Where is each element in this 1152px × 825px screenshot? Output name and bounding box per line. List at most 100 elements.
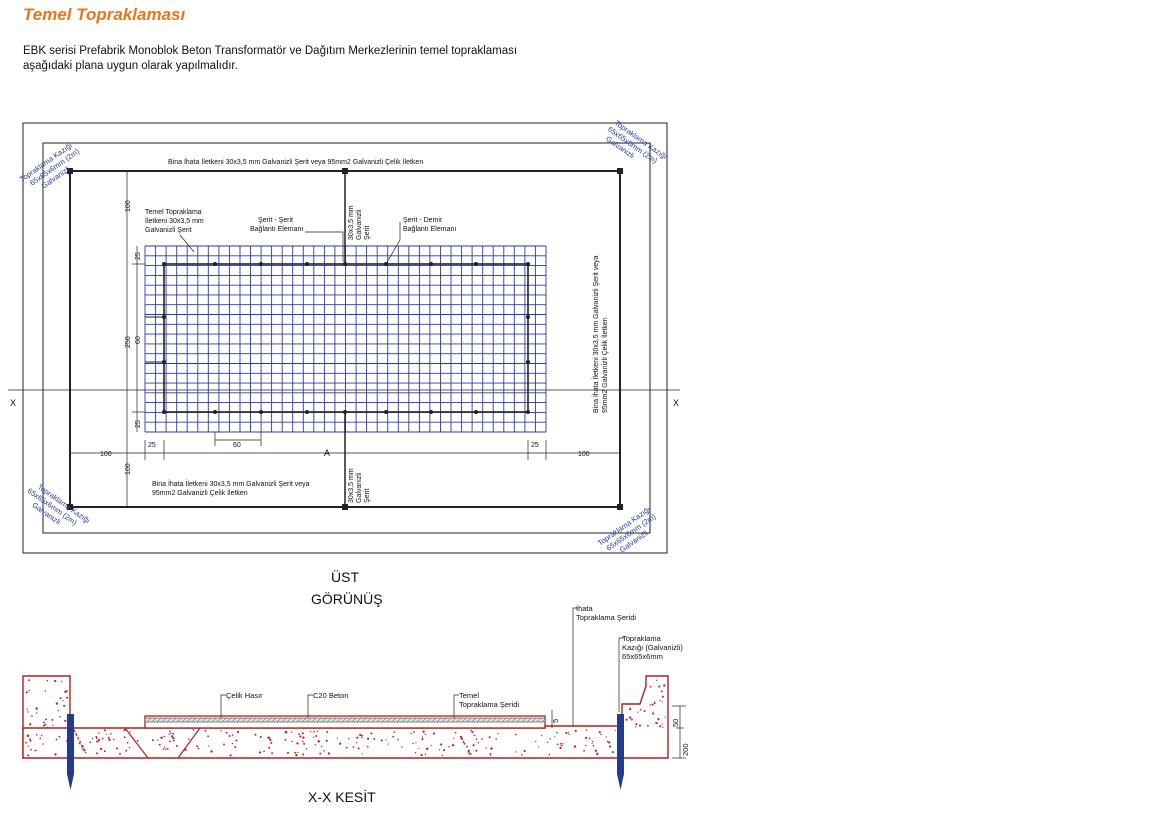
aggregate-dot <box>422 730 425 733</box>
dim-200: 200 <box>681 743 690 756</box>
aggregate-dot <box>129 731 131 733</box>
aggregate-dot <box>81 748 83 750</box>
aggregate-dot <box>55 702 59 705</box>
aggregate-dot <box>488 736 491 739</box>
perimeter-label-2: Topraklama Şeridi <box>576 613 636 622</box>
aggregate-dot <box>77 737 79 739</box>
aggregate-dot <box>629 716 632 719</box>
aggregate-dot <box>184 748 187 752</box>
aggregate-dot <box>573 745 577 748</box>
aggregate-dot <box>95 735 98 738</box>
hatch-line <box>376 717 382 723</box>
connection-dot <box>526 315 530 319</box>
section-leaders <box>220 607 686 759</box>
aggregate-dot <box>271 752 274 755</box>
hatch-line <box>301 717 307 723</box>
hatch-line <box>201 717 207 723</box>
leader-found <box>179 234 195 253</box>
aggregate-dot <box>598 731 601 734</box>
page-title: Temel Topraklaması <box>23 5 186 24</box>
aggregate-dot <box>44 723 47 726</box>
aggregate-dot <box>89 741 92 744</box>
aggregate-dot <box>83 749 86 752</box>
hatch-line <box>386 717 392 723</box>
aggregate-dot <box>614 729 616 732</box>
hatch-line <box>291 717 297 723</box>
aggregate-dot <box>585 744 587 747</box>
hatch-line <box>341 717 347 723</box>
aggregate-dot <box>659 725 662 728</box>
foundation-label-3: Galvanizli Şerit <box>145 227 192 234</box>
plan-frame <box>22 122 668 554</box>
hatch-line <box>516 717 522 723</box>
excavation-outline <box>42 142 651 534</box>
aggregate-dot <box>28 689 30 692</box>
ground-slab <box>22 725 623 759</box>
stake-right-tip <box>617 774 624 790</box>
aggregate-dot <box>291 740 293 743</box>
aggregate-dot <box>592 745 595 747</box>
connection-dot <box>343 410 347 414</box>
aggregate-dot <box>42 724 45 727</box>
dim-60-bottom: 60 <box>233 442 241 449</box>
hatch-line <box>536 717 542 723</box>
aggregate-dot <box>103 729 106 732</box>
aggregate-dot <box>591 740 594 743</box>
aggregate-dot <box>430 744 432 747</box>
hatch-line <box>506 717 512 723</box>
strip-bottom-label-1: 30x3,5 mm <box>348 468 355 503</box>
aggregate-dot <box>472 744 475 747</box>
aggregate-dot <box>176 745 179 747</box>
aggregate-dot <box>136 739 139 742</box>
aggregate-dot <box>594 749 598 752</box>
aggregate-dot <box>397 738 399 741</box>
aggregate-dot <box>99 747 103 751</box>
aggregate-dot <box>658 685 661 688</box>
hatch-line <box>371 717 377 723</box>
hatch-line <box>436 717 442 723</box>
aggregate-dot <box>160 736 162 739</box>
connection-dot <box>162 315 166 319</box>
hatch-line <box>146 717 152 723</box>
aggregate-dot <box>661 723 663 725</box>
aggregate-dot <box>370 732 373 735</box>
aggregate-dot <box>64 719 67 722</box>
aggregate-dot <box>649 704 652 706</box>
aggregate-dot <box>55 738 58 741</box>
aggregate-dot <box>325 739 328 742</box>
mesh-hatch <box>146 717 547 723</box>
strip-bottom-label-2: Galvanizli <box>356 472 363 503</box>
aggregate-dot <box>348 737 350 740</box>
foundation-section-label-2: Topraklama Şeridi <box>459 700 519 709</box>
aggregate-dot <box>74 731 76 733</box>
aggregate-dot <box>393 731 396 734</box>
aggregate-dot <box>192 729 195 731</box>
aggregate-dot <box>360 734 363 737</box>
stake-callout-tr: Topraklama Kazığı 65x65x6mm (2m) Galvani… <box>604 118 669 165</box>
hatch-line <box>196 717 202 723</box>
aggregate-dot <box>584 736 588 740</box>
aggregate-dot <box>609 746 612 748</box>
right-wall <box>621 675 669 759</box>
aggregate-dot <box>514 733 517 736</box>
aggregate-dot <box>128 746 131 749</box>
aggregate-dot <box>303 742 306 745</box>
connection-dot <box>526 262 530 266</box>
aggregate-dot <box>380 739 383 742</box>
hatch-line <box>511 717 517 723</box>
aggregate-dot <box>284 730 287 734</box>
aggregate-dot <box>596 752 598 754</box>
connection-dot <box>384 262 388 266</box>
aggregate-dot <box>373 738 376 740</box>
aggregate-dot <box>295 753 298 757</box>
aggregate-dot <box>490 747 493 750</box>
aggregate-dot <box>172 736 175 740</box>
aggregate-dot <box>443 749 446 752</box>
aggregate-dot <box>65 740 68 742</box>
aggregate-dot <box>520 753 523 756</box>
aggregate-dot <box>421 736 424 738</box>
section-title: X-X KESİT <box>308 788 376 805</box>
aggregate-dot <box>51 718 54 721</box>
connection-dot <box>259 410 263 414</box>
hatch-line <box>421 717 427 723</box>
